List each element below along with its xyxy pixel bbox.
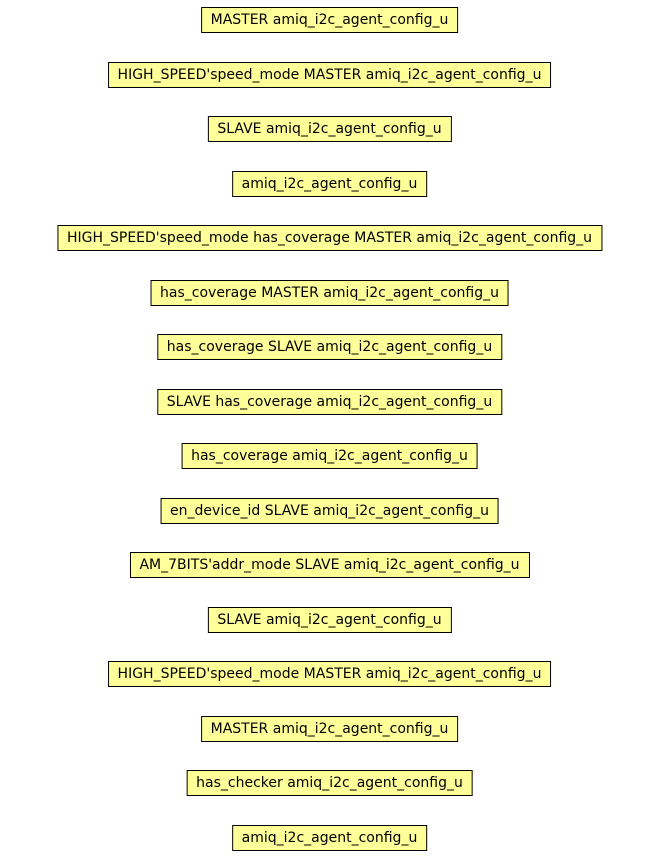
- diagram-node: SLAVE has_coverage amiq_i2c_agent_config…: [156, 389, 503, 415]
- diagram-node: has_coverage SLAVE amiq_i2c_agent_config…: [156, 334, 503, 360]
- diagram-node: HIGH_SPEED'speed_mode MASTER amiq_i2c_ag…: [107, 661, 552, 687]
- diagram-node: amiq_i2c_agent_config_u: [231, 171, 428, 197]
- diagram-node: amiq_i2c_agent_config_u: [231, 825, 428, 851]
- diagram-node: HIGH_SPEED'speed_mode MASTER amiq_i2c_ag…: [107, 62, 552, 88]
- diagram-node: SLAVE amiq_i2c_agent_config_u: [207, 607, 452, 633]
- diagram-node: SLAVE amiq_i2c_agent_config_u: [207, 116, 452, 142]
- diagram-node: has_coverage amiq_i2c_agent_config_u: [181, 443, 478, 469]
- diagram-node: MASTER amiq_i2c_agent_config_u: [200, 716, 459, 742]
- diagram-node: has_coverage MASTER amiq_i2c_agent_confi…: [150, 280, 509, 306]
- diagram-node: en_device_id SLAVE amiq_i2c_agent_config…: [160, 498, 499, 524]
- diagram-node: AM_7BITS'addr_mode SLAVE amiq_i2c_agent_…: [129, 552, 530, 578]
- diagram-node: HIGH_SPEED'speed_mode has_coverage MASTE…: [56, 225, 603, 251]
- diagram-node: has_checker amiq_i2c_agent_config_u: [186, 770, 473, 796]
- diagram-node: MASTER amiq_i2c_agent_config_u: [200, 7, 459, 33]
